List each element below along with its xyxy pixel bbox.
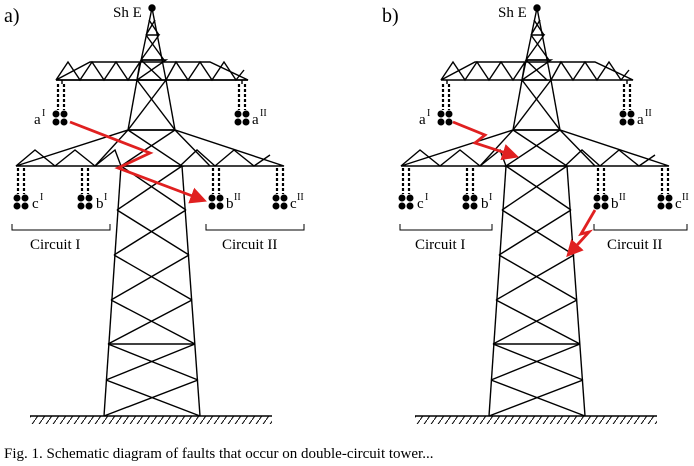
conductor-top-right: a II — [619, 84, 652, 128]
circuit-label: Circuit I — [415, 237, 465, 253]
conductor-mid-2: b I — [77, 168, 107, 212]
phase-letter: c — [675, 196, 682, 212]
phase-sup: II — [645, 108, 652, 119]
conductor-mid-2: b I — [462, 168, 492, 212]
phase-letter: a — [637, 112, 644, 128]
tower — [400, 4, 670, 417]
phase-sup: II — [619, 192, 626, 203]
phase-sup: I — [40, 192, 43, 203]
ground — [415, 415, 657, 424]
phase-sup: I — [489, 192, 492, 203]
panel-label: a) — [4, 5, 20, 27]
conductor-mid-1: c I — [398, 168, 428, 212]
panel-b: b) Sh E — [382, 4, 689, 424]
phase-sup: I — [104, 192, 107, 203]
phase-letter: a — [252, 112, 259, 128]
tower — [15, 4, 285, 417]
panel-label: b) — [382, 5, 399, 27]
panel-a: a) Sh E — [4, 4, 305, 424]
figure-caption: Fig. 1. Schematic diagram of faults that… — [4, 446, 434, 462]
conductor-top-left: a I — [419, 84, 453, 128]
circuit-ii-bracket: Circuit II — [205, 224, 305, 253]
circuit-i-bracket: Circuit I — [11, 224, 111, 253]
phase-sup: I — [42, 108, 45, 119]
fault-arrow-b2-to-tower — [566, 209, 597, 258]
phase-letter: b — [96, 196, 104, 212]
ground — [30, 415, 272, 424]
phase-sup: II — [260, 108, 267, 119]
phase-sup: II — [234, 192, 241, 203]
phase-letter: b — [611, 196, 619, 212]
phase-letter: b — [481, 196, 489, 212]
phase-letter: c — [32, 196, 39, 212]
circuit-label: Circuit II — [607, 237, 662, 253]
phase-letter: a — [34, 112, 41, 128]
phase-letter: a — [419, 112, 426, 128]
circuit-label: Circuit II — [222, 237, 277, 253]
shield-wire-label: Sh E — [113, 5, 142, 21]
conductor-mid-4: c II — [657, 168, 689, 212]
fault-arrow-phase-to-phase — [69, 120, 207, 204]
phase-letter: b — [226, 196, 234, 212]
conductor-mid-1: c I — [13, 168, 43, 212]
fault-arrow-a1-to-tower — [452, 120, 519, 161]
phase-sup: I — [427, 108, 430, 119]
phase-letter: c — [417, 196, 424, 212]
conductor-top-left: a I — [34, 84, 68, 128]
conductor-mid-4: c II — [272, 168, 304, 212]
phase-letter: c — [290, 196, 297, 212]
conductor-mid-3: b II — [593, 168, 626, 212]
phase-sup: II — [682, 192, 689, 203]
conductor-top-right: a II — [234, 84, 267, 128]
phase-sup: II — [297, 192, 304, 203]
circuit-ii-bracket: Circuit II — [593, 224, 688, 253]
phase-sup: I — [425, 192, 428, 203]
circuit-i-bracket: Circuit I — [399, 224, 493, 253]
conductor-mid-3: b II — [208, 168, 241, 212]
circuit-label: Circuit I — [30, 237, 80, 253]
shield-wire-label: Sh E — [498, 5, 527, 21]
